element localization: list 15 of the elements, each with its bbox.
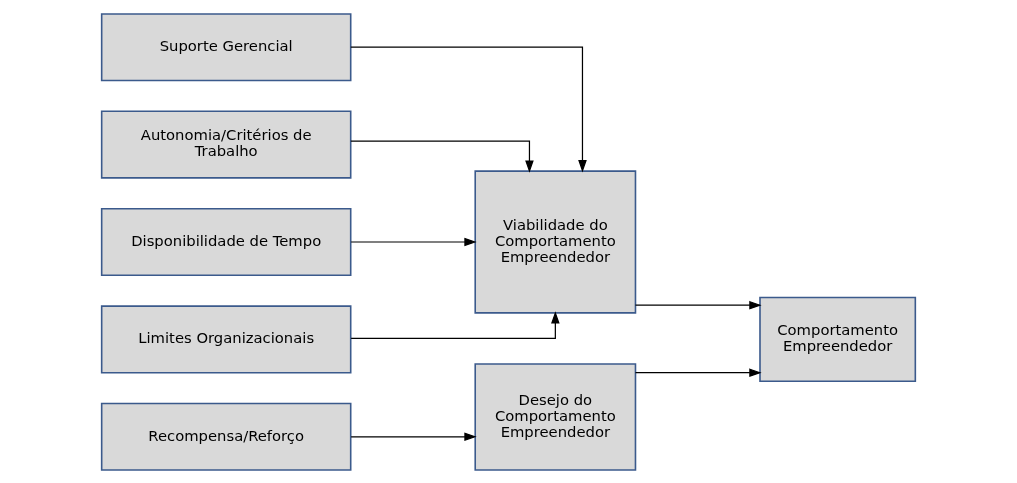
arrow [350,431,477,441]
node-box: Suporte Gerencial [100,12,352,81]
node-box: Desejo do Comportamento Empreendedor [474,362,637,471]
arrow [634,367,762,377]
node-box: Recompensa/Reforço [100,402,352,471]
node-box: Disponibilidade de Tempo [100,207,352,276]
arrow [350,46,587,172]
node-box: Comportamento Empreendedor [759,296,917,382]
node-box: Limites Organizacionais [100,304,352,373]
arrow [634,300,762,309]
node-box: Autonomia/Critérios de Trabalho [100,110,352,179]
arrow [350,140,534,173]
arrow [350,310,560,339]
node-box: Viabilidade do Comportamento Empreendedor [474,169,637,314]
arrow [350,237,477,246]
